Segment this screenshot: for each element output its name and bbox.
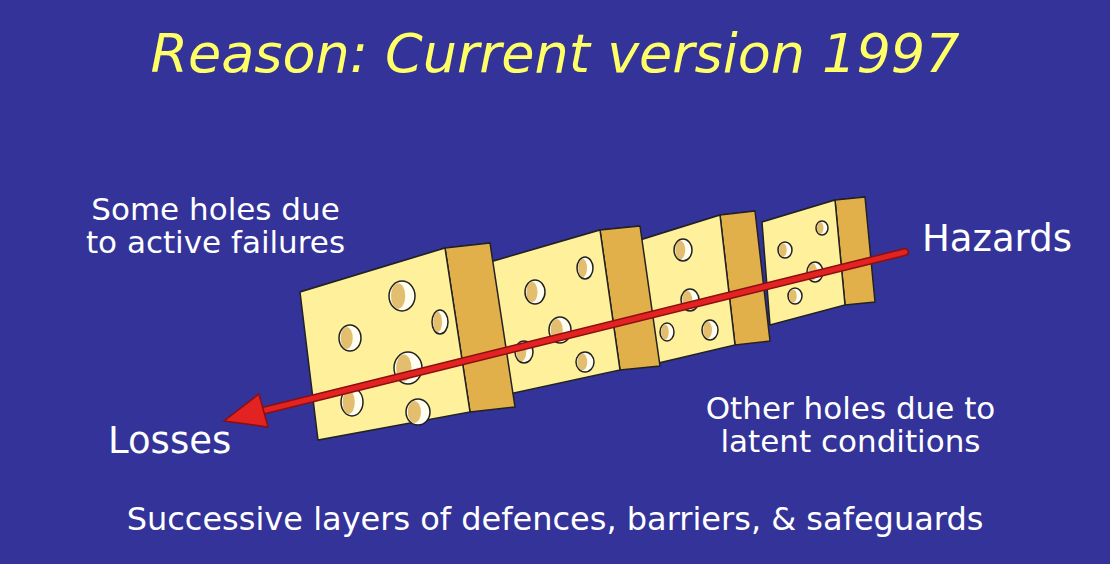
hole-shadow xyxy=(817,222,824,234)
cheese-hole xyxy=(778,242,792,258)
cheese-hole xyxy=(674,239,692,261)
hole-shadow xyxy=(577,354,587,371)
cheese-slice xyxy=(300,243,515,440)
slice-face xyxy=(300,248,470,440)
hole-shadow xyxy=(703,322,712,339)
hole-shadow xyxy=(391,283,405,309)
annotation-label: Losses xyxy=(108,422,268,461)
cheese-hole xyxy=(702,320,718,340)
arrow-shadow xyxy=(262,252,905,411)
cheese-hole xyxy=(816,221,828,235)
hole-shadow xyxy=(341,327,353,349)
cheese-hole xyxy=(577,257,593,279)
cheese-hole xyxy=(525,280,545,304)
hole-shadow xyxy=(408,401,421,423)
hole-shadow xyxy=(527,282,538,302)
hole-shadow xyxy=(433,312,442,332)
annotation-label: Some holes due to active failures xyxy=(78,193,353,258)
cheese-hole xyxy=(576,352,594,372)
annotation-label: Other holes due to latent conditions xyxy=(698,392,1003,457)
hole-shadow xyxy=(578,259,587,278)
slice-face xyxy=(762,200,845,325)
cheese-hole xyxy=(660,323,674,341)
annotation-label: Hazards xyxy=(922,220,1102,259)
hole-shadow xyxy=(675,241,685,260)
hole-shadow xyxy=(779,243,787,257)
slide-caption: Successive layers of defences, barriers,… xyxy=(0,503,1110,537)
cheese-slice xyxy=(490,226,660,395)
cheese-hole xyxy=(389,281,415,311)
cheese-hole xyxy=(788,288,802,304)
arrow-shaft xyxy=(262,252,905,411)
cheese-hole xyxy=(406,399,430,425)
hole-shadow xyxy=(789,289,797,303)
cheese-hole xyxy=(432,310,448,334)
slide-title: Reason: Current version 1997 xyxy=(0,26,1110,83)
hole-shadow xyxy=(661,324,669,339)
cheese-hole xyxy=(339,325,361,351)
